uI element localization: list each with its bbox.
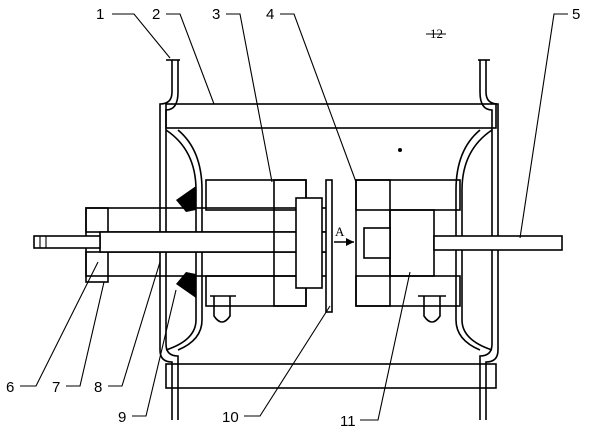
callout-9: 9 <box>118 409 126 426</box>
fixed-contact <box>205 179 323 323</box>
callout-5: 5 <box>572 6 580 23</box>
section-marker-label: A <box>335 224 345 239</box>
callout-labels: 1 2 3 4 5 6 7 8 9 10 11 12 <box>6 6 580 430</box>
chamber-dot <box>398 148 402 152</box>
right-rod <box>433 235 563 251</box>
callout-1: 1 <box>96 6 104 23</box>
contact-plate <box>325 179 333 313</box>
left-stem <box>33 207 331 283</box>
housing-shell <box>159 59 499 420</box>
section-arrow: A <box>334 224 354 246</box>
callout-6: 6 <box>6 379 14 396</box>
callout-12: 12 <box>430 26 443 41</box>
callout-8: 8 <box>94 379 102 396</box>
callout-3: 3 <box>212 6 220 23</box>
callout-2: 2 <box>152 6 160 23</box>
moving-contact <box>355 179 461 323</box>
callout-10: 10 <box>222 409 239 426</box>
leader-lines <box>20 13 568 421</box>
insulating-tube <box>165 103 497 389</box>
callout-11: 11 <box>340 413 356 430</box>
callout-7: 7 <box>52 379 60 396</box>
seal-wedges <box>176 186 196 298</box>
callout-4: 4 <box>266 6 274 23</box>
